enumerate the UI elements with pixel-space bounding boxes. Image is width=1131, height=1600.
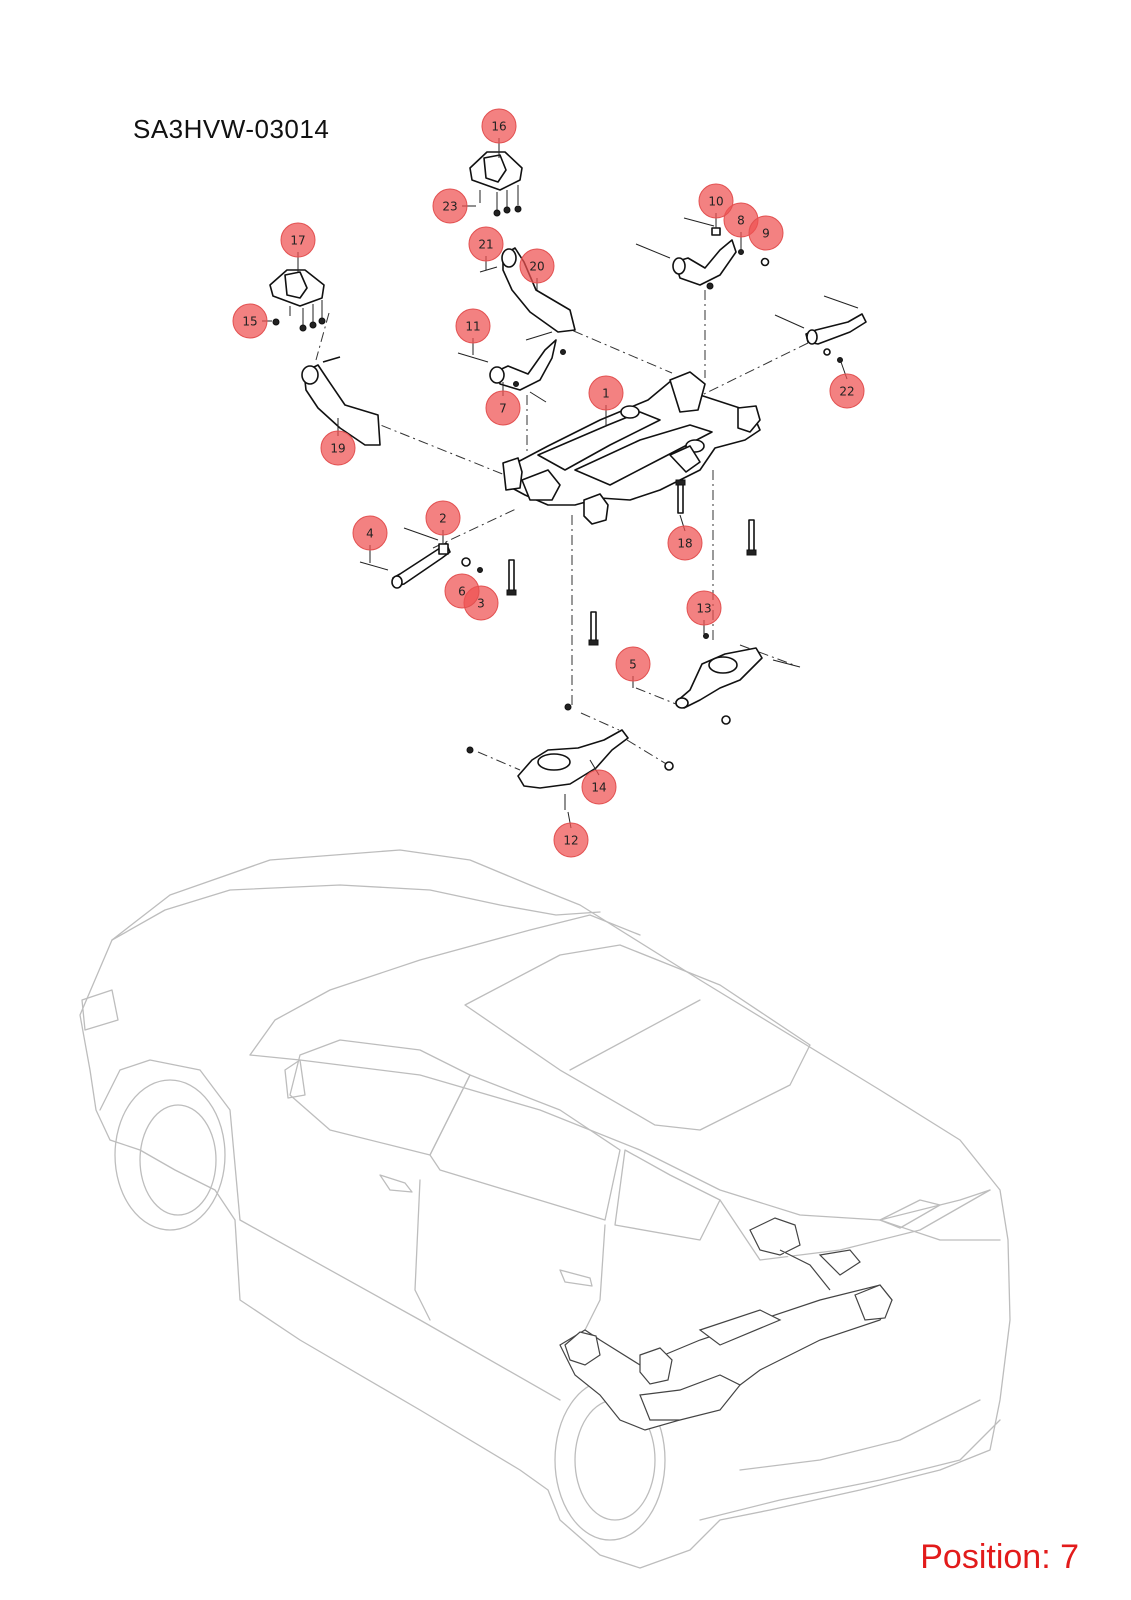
callout-number: 16 (491, 120, 506, 134)
callout-4: 4 (352, 515, 388, 551)
callout-7: 7 (485, 390, 521, 426)
callout-9: 9 (748, 215, 784, 251)
callout-circle (485, 390, 521, 426)
installed-suspension (559, 1217, 893, 1431)
callout-circle (352, 515, 388, 551)
callout-number: 23 (442, 200, 457, 214)
callout-number: 18 (677, 537, 692, 551)
callout-circle (698, 183, 734, 219)
mount-bracket-16 (469, 151, 523, 217)
callout-circle (280, 222, 316, 258)
callout-22: 22 (829, 373, 865, 409)
callout-circle (455, 308, 491, 344)
callout-circle (588, 375, 624, 411)
callout-number: 7 (499, 402, 507, 416)
trailing-arm-19 (301, 356, 381, 446)
callout-number: 21 (478, 238, 493, 252)
callout-number: 9 (762, 227, 770, 241)
rear-subframe (502, 371, 761, 525)
callout-13: 13 (686, 590, 722, 626)
callout-number: 5 (629, 658, 637, 672)
callout-circle (553, 822, 589, 858)
callout-circle (748, 215, 784, 251)
callout-15: 15 (232, 303, 268, 339)
callout-number: 15 (242, 315, 257, 329)
callout-number: 2 (439, 512, 447, 526)
callout-16: 16 (481, 108, 517, 144)
callout-number: 3 (477, 597, 485, 611)
callout-1: 1 (588, 375, 624, 411)
callout-5: 5 (615, 646, 651, 682)
mount-bracket-17 (269, 269, 326, 332)
callout-number: 22 (839, 385, 854, 399)
diagram-code: SA3HVW-03014 (133, 114, 330, 144)
callout-number: 4 (366, 527, 374, 541)
callout-circle (667, 525, 703, 561)
callout-circle (829, 373, 865, 409)
callout-6: 6 (444, 573, 480, 609)
upper-link-8 (635, 217, 770, 290)
callout-circle (425, 500, 461, 536)
callout-number: 13 (696, 602, 711, 616)
subframe-bolts (506, 479, 757, 646)
callout-circle (468, 226, 504, 262)
callout-number: 11 (465, 320, 480, 334)
callout-number: 20 (529, 260, 544, 274)
callout-number: 14 (591, 781, 606, 795)
callout-number: 19 (330, 442, 345, 456)
callout-number: 10 (708, 195, 723, 209)
callout-number: 12 (563, 834, 578, 848)
callout-number: 6 (458, 585, 466, 599)
callout-circle (519, 248, 555, 284)
callout-circle (581, 769, 617, 805)
callout-circle (432, 188, 468, 224)
callout-circle (320, 430, 356, 466)
lower-arm-14 (466, 703, 674, 810)
callout-12: 12 (553, 822, 589, 858)
callout-circle (232, 303, 268, 339)
callout-10: 10 (698, 183, 734, 219)
lower-arm-13 (675, 633, 801, 725)
callout-circle (615, 646, 651, 682)
callout-number: 8 (737, 214, 745, 228)
callout-14: 14 (581, 769, 617, 805)
assembly-lines (315, 290, 809, 771)
callout-17: 17 (280, 222, 316, 258)
callout-2: 2 (425, 500, 461, 536)
callout-circle (444, 573, 480, 609)
callout-circle (481, 108, 517, 144)
callout-circle (686, 590, 722, 626)
position-label: Position: 7 (920, 1538, 1079, 1576)
callout-number: 17 (290, 234, 305, 248)
toe-link-2 (359, 527, 483, 589)
callout-23: 23 (432, 188, 468, 224)
callout-number: 1 (602, 387, 610, 401)
callout-11: 11 (455, 308, 491, 344)
callout-20: 20 (519, 248, 555, 284)
callout-21: 21 (468, 226, 504, 262)
upper-link-7 (457, 331, 566, 403)
vehicle-outline (79, 849, 1011, 1569)
callout-18: 18 (667, 525, 703, 561)
callout-19: 19 (320, 430, 356, 466)
link-22 (774, 295, 867, 363)
